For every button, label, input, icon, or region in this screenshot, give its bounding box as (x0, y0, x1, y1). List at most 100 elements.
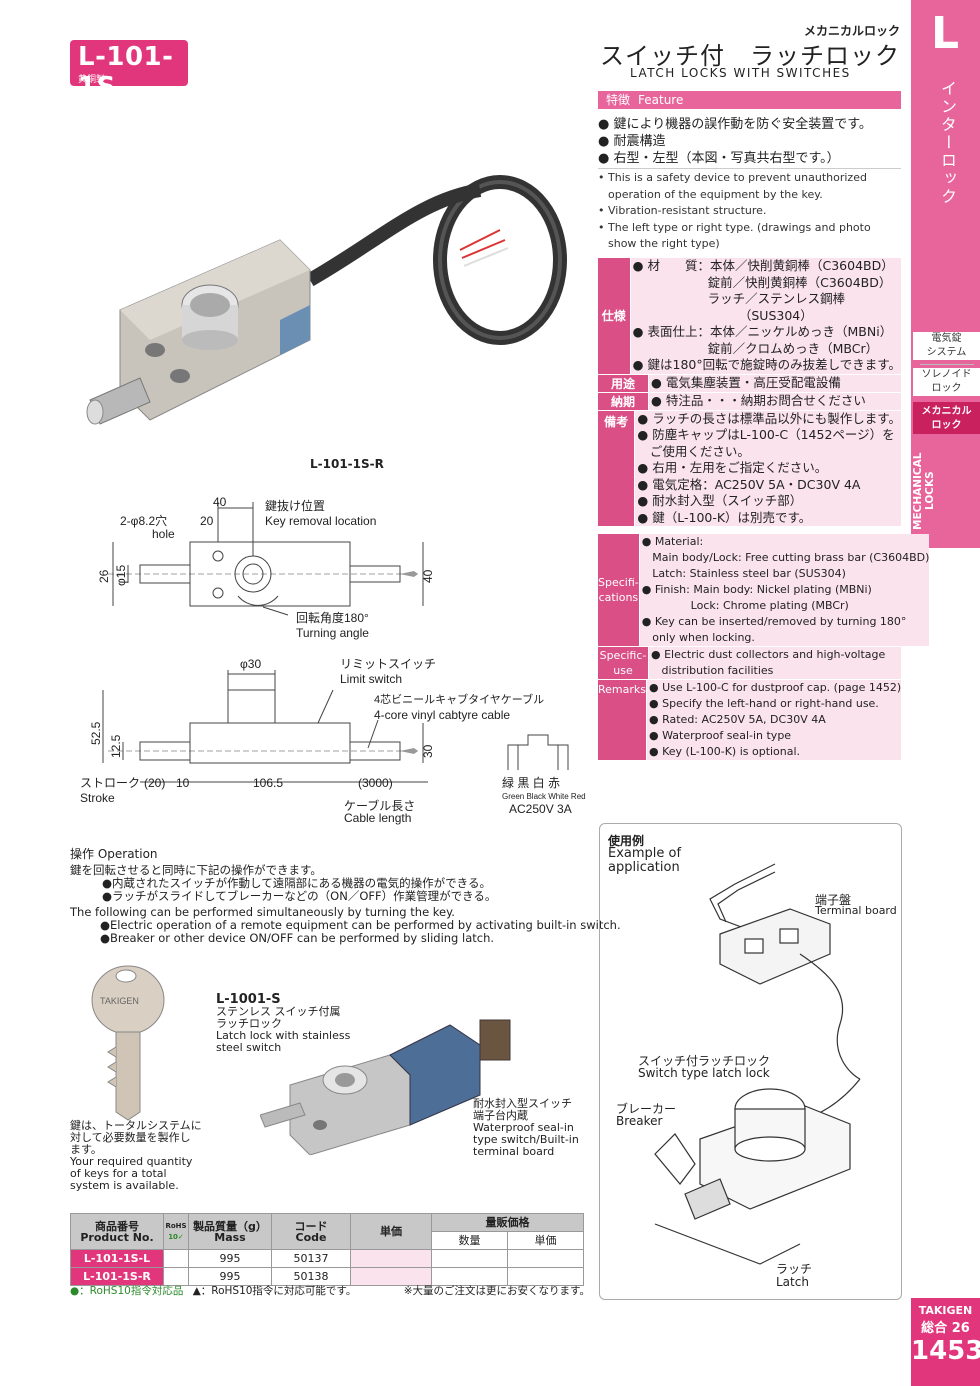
product-code: L-101-1S (78, 42, 174, 102)
hole-label-jp: 2-φ8.2穴 (120, 513, 167, 528)
dim-phi30: φ30 (240, 657, 261, 671)
use-label: 用途 (598, 374, 648, 393)
example-illustration (654, 863, 861, 1265)
page-title: スイッチ付 ラッチロック (600, 42, 900, 70)
dim-30: 30 (421, 744, 435, 758)
use-row-en: Specific-use ● Electric dust collectors … (598, 647, 901, 680)
cell-qty (431, 1249, 508, 1268)
cable-length-jp: ケーブル長さ (344, 798, 415, 813)
footer-sogo: 総合 (921, 1321, 948, 1336)
spec-table-jp: 仕様 ● 材 質：本体／快削黄銅棒（C3604BD） 錠前／快削黄銅棒（C360… (598, 258, 901, 527)
side-item-line: ロック (931, 383, 962, 394)
side-item-electric-lock[interactable]: 電気錠 システム (913, 332, 980, 360)
feature-item-en: • Vibration-resistant structure. (598, 204, 767, 217)
use-value: ● 電気集塵装置・高圧受配電設備 (648, 374, 901, 393)
terminal-label-jp: 端子盤 (815, 893, 852, 907)
dim-20p: (20) (144, 776, 165, 790)
remarks-label: 備考 (598, 410, 635, 527)
page-title-en: LATCH LOCKS WITH SWITCHES (630, 66, 851, 80)
wire-colors-en: Green Black White Red (502, 792, 586, 801)
breaker-label-en: Breaker (616, 1114, 663, 1128)
use-values-en: ● Electric dust collectors and high-volt… (648, 647, 901, 680)
page-footer: TAKIGEN 総合 26 1453 (911, 1298, 980, 1386)
category-label: メカニカルロック (803, 24, 900, 38)
cell-code: 50137 (271, 1249, 351, 1268)
side-sel-line: メカニカル (921, 406, 972, 417)
example-title-en: Example of application (608, 846, 682, 875)
use-label-en: Specific-use (598, 647, 648, 680)
footnotes: ●：RoHS10指令対応品 ▲：RoHS10指令に対応可能です。 ※大量のご注文… (70, 1283, 590, 1298)
delivery-value: ● 特注品・・・納期お問合せください (648, 392, 901, 411)
latch-label-en: Latch (776, 1275, 809, 1289)
cell-unit-price (350, 1267, 432, 1286)
operation-title: 操作 Operation (70, 847, 158, 861)
operation-en-line: ●Breaker or other device ON/OFF can be p… (100, 931, 495, 945)
table-row[interactable]: L-101-1S-L 995 50137 (70, 1249, 584, 1268)
spec-label-en: Specifi-cations (598, 534, 639, 647)
footnote-rohs-possible: ▲：RoHS10指令に対応可能です。 (192, 1285, 357, 1297)
spec-label: 仕様 (598, 258, 630, 375)
footnote-rohs-ok: ●：RoHS10指令対応品 (70, 1285, 184, 1297)
cell-mass: 995 (188, 1249, 272, 1268)
remarks-row-en: Remarks ● Use L-100-C for dustproof cap.… (598, 680, 902, 761)
key-caption: 鍵は、トータルシステムに 対して必要数量を製作し ます。 Your requir… (70, 1119, 202, 1192)
delivery-row: 納期 ● 特注品・・・納期お問合せください (598, 392, 901, 411)
cell-code: 50138 (271, 1267, 351, 1286)
technical-drawing: 40 20 2-φ8.2穴 hole 鍵抜け位置 Key removal loc… (80, 495, 586, 825)
cell-product: L-101-1S-R (70, 1267, 164, 1286)
section-tab[interactable]: L インターロック (911, 0, 980, 548)
example-box: 使用例 Example of application 端子盤 Terminal … (599, 823, 902, 1300)
table-row[interactable]: L-101-1S-R 995 50138 (70, 1267, 584, 1286)
spec-table-en: Specifi-cations ● Material: Main body/Lo… (598, 534, 930, 761)
side-item-line: 電気錠 (931, 333, 962, 344)
feature-list-jp: ● 鍵により機器の誤作動を防ぐ安全装置です。 ● 耐震構造 ● 右型・左型（本図… (598, 116, 901, 167)
feature-item: ● 耐震構造 (598, 134, 666, 149)
l1001-caption: L-1001-S ステンレス スイッチ付属 ラッチロック Latch lock … (216, 992, 351, 1054)
cable-label-en: 4-core vinyl cabtyre cable (374, 708, 510, 722)
divider (598, 168, 901, 169)
spec-values: ● 材 質：本体／快削黄銅棒（C3604BD） 錠前／快削黄銅棒（C3604BD… (629, 258, 901, 375)
feature-list-en: • This is a safety device to prevent una… (598, 170, 901, 253)
feature-item: ● 右型・左型（本図・写真共右型です。） (598, 151, 840, 166)
side-sel-line: ロック (931, 420, 962, 431)
cell-product: L-101-1S-L (70, 1249, 164, 1268)
delivery-label: 納期 (598, 392, 648, 411)
spec-values-en: ● Material: Main body/Lock: Free cutting… (638, 534, 930, 647)
cell-price (507, 1249, 584, 1268)
section-letter: L (931, 8, 960, 59)
switch-lock-label-jp: スイッチ付ラッチロック (638, 1054, 771, 1068)
dim-106-5: 106.5 (253, 776, 283, 790)
table-subheader-row: 数量 単価 (71, 1231, 584, 1250)
dim-40: 40 (213, 495, 227, 509)
side-item-line: ソレノイド (921, 369, 972, 380)
key-pos-jp: 鍵抜け位置 (265, 498, 325, 513)
cell-unit-price (350, 1249, 432, 1268)
dim-20: 20 (200, 514, 214, 528)
feature-item-en: • The left type or right type. (drawings… (598, 220, 871, 251)
footer-brand: TAKIGEN (918, 1304, 973, 1317)
example-title-jp: 使用例 (608, 834, 645, 848)
feature-label-en: Feature (638, 93, 684, 107)
dim-12-5: 12.5 (109, 734, 123, 758)
operation-jp-line: ●ラッチがスライドしてブレーカーなどの（ON／OFF）作業管理ができる。 (102, 889, 497, 903)
dim-phi15: φ15 (114, 565, 128, 586)
vertical-en-label: MECHANICAL LOCKS (912, 452, 936, 530)
dim-26: 26 (97, 569, 111, 583)
limit-switch-en: Limit switch (340, 672, 402, 686)
side-item-mechanical-lock[interactable]: メカニカル ロック (913, 402, 980, 434)
cell-mass: 995 (188, 1267, 272, 1286)
breaker-label-jp: ブレーカー (616, 1102, 677, 1116)
section-vertical-label: インターロック (938, 80, 957, 206)
latch-label-jp: ラッチ (776, 1262, 813, 1276)
turn-label-jp: 回転角度180° (296, 610, 369, 625)
stroke-en: Stroke (80, 791, 115, 805)
operation-en-line: The following can be performed simultane… (70, 905, 455, 919)
side-item-solenoid-lock[interactable]: ソレノイド ロック (913, 368, 980, 396)
hole-label-en: hole (152, 527, 175, 541)
l1001-code: L-1001-S (216, 992, 281, 1007)
feature-label-jp: 特徴 (606, 93, 631, 107)
page-number: 1453 (911, 1336, 980, 1366)
key-photo: TAKIGEN (91, 965, 165, 1121)
feature-item: ● 鍵により機器の誤作動を防ぐ安全装置です。 (598, 117, 872, 132)
dim-10: 10 (176, 776, 190, 790)
